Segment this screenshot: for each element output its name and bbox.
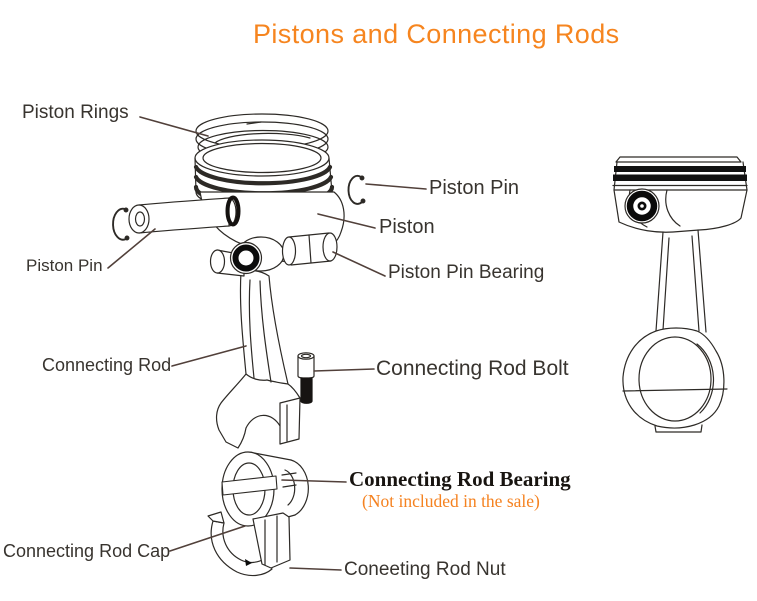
label-bearing-note: (Not included in the sale) [362,491,540,511]
leader-connecting-rod [171,345,247,367]
leader-rod-nut [289,567,342,571]
leader-connecting-rod-bolt [313,368,375,372]
label-piston-pin-bearing: Piston Pin Bearing [388,262,545,283]
rod-cap-drawing [207,511,291,577]
leader-rod-bearing [281,479,347,483]
leader-lines [107,116,427,571]
rod-bearing-drawing [221,451,309,527]
label-connecting-rod-bearing: Connecting Rod Bearing [349,467,571,491]
label-connecting-rod: Connecting Rod [42,355,172,375]
leader-piston-rings [139,116,209,137]
page-title: Pistons and Connecting Rods [253,19,620,49]
label-piston-pin-lower: Piston Pin [26,256,103,275]
label-connecting-rod-cap: Connecting Rod Cap [3,541,171,561]
piston-pin-bearing-drawing [281,232,338,266]
circlip-upper-icon [347,174,366,205]
leader-piston [317,213,376,229]
leader-piston-pin-upper [365,183,427,190]
connecting-rod-bolt-drawing [297,352,315,404]
label-piston-pin-upper: Piston Pin [429,177,520,199]
assembled-piston-drawing [612,156,748,433]
leader-piston-pin-lower [107,228,156,269]
label-piston-rings: Piston Rings [22,102,129,123]
leader-piston-pin-bearing [332,251,386,277]
label-connecting-rod-bolt: Connecting Rod Bolt [376,357,569,380]
connecting-rod-drawing [215,269,301,449]
piston-pin-drawing [128,195,241,234]
small-end-drawing [209,236,285,277]
circlip-lower-icon [112,207,130,241]
label-piston: Piston [379,216,435,238]
leader-rod-cap [169,525,246,552]
label-connecting-rod-nut: Coneeting Rod Nut [344,559,506,580]
